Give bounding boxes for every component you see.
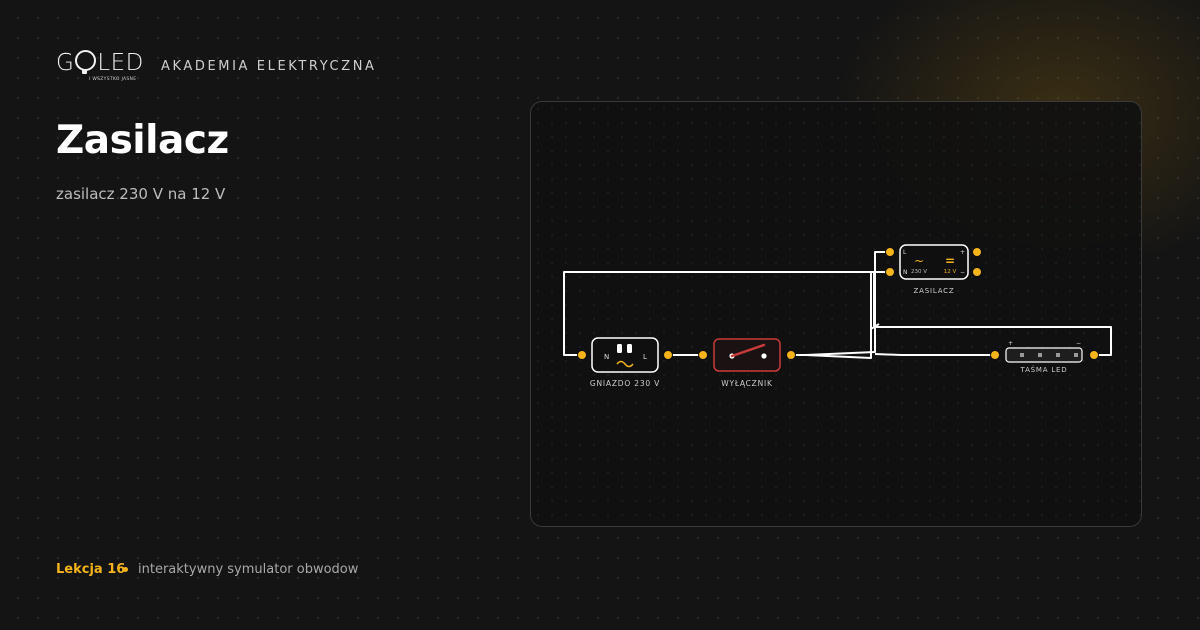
psu-component[interactable]: L N + − ~ = 230 V 12 V ZASILACZ (899, 244, 969, 295)
terminal-switch-out[interactable] (786, 350, 796, 360)
terminals (577, 247, 1099, 360)
led-strip-component[interactable]: + − TAŚMA LED (1005, 340, 1083, 374)
terminal-led-plus[interactable] (990, 350, 1000, 360)
terminal-socket-l[interactable] (663, 350, 673, 360)
terminal-led-minus[interactable] (1089, 350, 1099, 360)
lesson-number: Lekcja 16 (56, 562, 126, 577)
psu-output-voltage: 12 V (944, 269, 957, 275)
led-minus-label: − (1076, 340, 1081, 347)
socket-label: GNIAZDO 230 V (590, 379, 660, 388)
page-subtitle: zasilacz 230 V na 12 V (56, 185, 226, 203)
ac-wave-icon (616, 360, 634, 368)
led-chip-icon (1020, 353, 1024, 357)
page-title: Zasilacz (56, 118, 229, 163)
switch-contact-icon (761, 353, 767, 359)
academy-label: AKADEMIA ELEKTRYCZNA (161, 59, 377, 74)
separator-dot (123, 567, 128, 572)
terminal-psu-plus[interactable] (972, 247, 982, 257)
ac-symbol-icon: ~ (914, 254, 924, 268)
socket-component[interactable]: N L GNIAZDO 230 V (590, 337, 660, 388)
terminal-psu-minus[interactable] (972, 267, 982, 277)
led-chip-icon (1056, 353, 1060, 357)
terminal-socket-n[interactable] (577, 350, 587, 360)
socket-l-label: L (643, 353, 647, 361)
dc-symbol-icon: = (945, 254, 955, 268)
socket-pin-icon (617, 344, 622, 353)
psu-label: ZASILACZ (914, 287, 955, 295)
switch-lever-icon (730, 343, 766, 358)
led-plus-label: + (1008, 340, 1013, 347)
psu-input-voltage: 230 V (911, 269, 927, 275)
circuit-panel: N L GNIAZDO 230 V WYŁĄCZNIK L N + − ~ = … (530, 101, 1142, 527)
wire-psu-n (805, 271, 890, 359)
terminal-switch-in[interactable] (698, 350, 708, 360)
switch-label: WYŁĄCZNIK (721, 379, 773, 388)
wire-led-plus (874, 353, 995, 356)
psu-plus-label: + (960, 249, 965, 256)
psu-l-label: L (903, 249, 907, 256)
led-chip-icon (1074, 353, 1078, 357)
socket-pin-icon (627, 344, 632, 353)
led-chip-icon (1038, 353, 1042, 357)
terminal-psu-n[interactable] (885, 267, 895, 277)
wire-switch-psu-l (791, 251, 890, 356)
psu-n-label: N (903, 269, 908, 276)
lesson-description: interaktywny symulator obwodow (138, 562, 359, 577)
led-label: TAŚMA LED (1020, 365, 1068, 374)
wire-cross (870, 323, 880, 330)
socket-n-label: N (604, 353, 609, 361)
wires (563, 251, 1112, 359)
circuit-diagram: N L GNIAZDO 230 V WYŁĄCZNIK L N + − ~ = … (563, 244, 1112, 388)
psu-minus-label: − (960, 269, 965, 276)
switch-component[interactable]: WYŁĄCZNIK (713, 338, 781, 388)
logo-tagline: I WSZYSTKO JASNE (89, 77, 137, 82)
terminal-psu-l[interactable] (885, 247, 895, 257)
lightbulb-icon (75, 50, 97, 74)
